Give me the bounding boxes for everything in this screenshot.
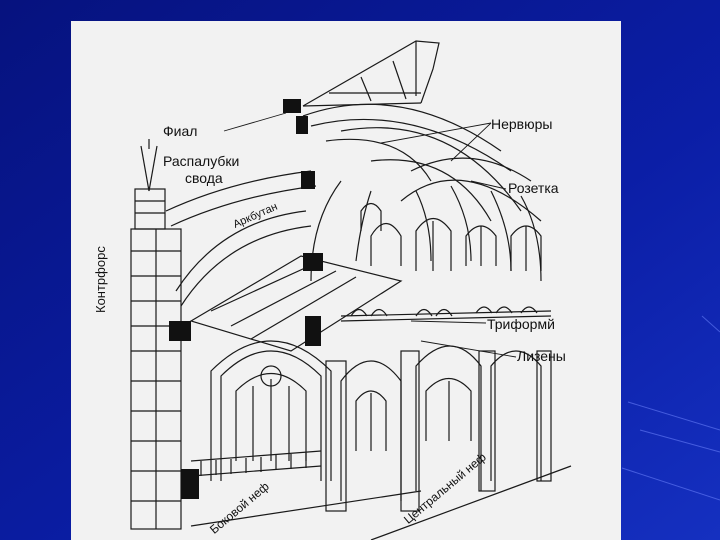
bracket-block	[303, 253, 323, 271]
label-raspalubki-line1: Распалубки	[163, 153, 240, 169]
aisle-windows	[235, 365, 472, 461]
label-rozetka: Розетка	[508, 180, 559, 196]
cathedral-drawing	[130, 40, 572, 540]
label-nervyury: Нервюры	[491, 116, 553, 132]
triforium	[340, 306, 552, 322]
bracket-block	[169, 321, 191, 341]
bracket-block	[296, 116, 308, 134]
label-fial: Фиал	[163, 123, 198, 139]
main-arcade	[210, 340, 552, 512]
floor	[190, 465, 572, 540]
bracket-block	[283, 99, 301, 113]
background-streaks	[621, 315, 720, 501]
bracket-block	[301, 171, 315, 189]
buttress	[130, 228, 182, 530]
aisle-roof	[189, 255, 403, 352]
bracket-block	[181, 469, 199, 499]
label-kontrfors: Контрфорс	[93, 246, 108, 313]
label-raspalubki-line2: свода	[185, 170, 223, 186]
cathedral-diagram: Фиал Распалубки свода Нервюры Розетка Тр…	[71, 21, 621, 540]
bracket-block	[305, 316, 321, 346]
roof-truss	[302, 40, 440, 107]
leader-lines	[223, 112, 517, 358]
flying-buttresses	[165, 170, 317, 307]
label-lizeny: Лизены	[517, 348, 566, 364]
balustrade	[190, 450, 322, 477]
clerestory-windows	[360, 202, 542, 271]
pinnacle	[134, 139, 166, 230]
label-triforiy: Триформй	[487, 316, 555, 332]
